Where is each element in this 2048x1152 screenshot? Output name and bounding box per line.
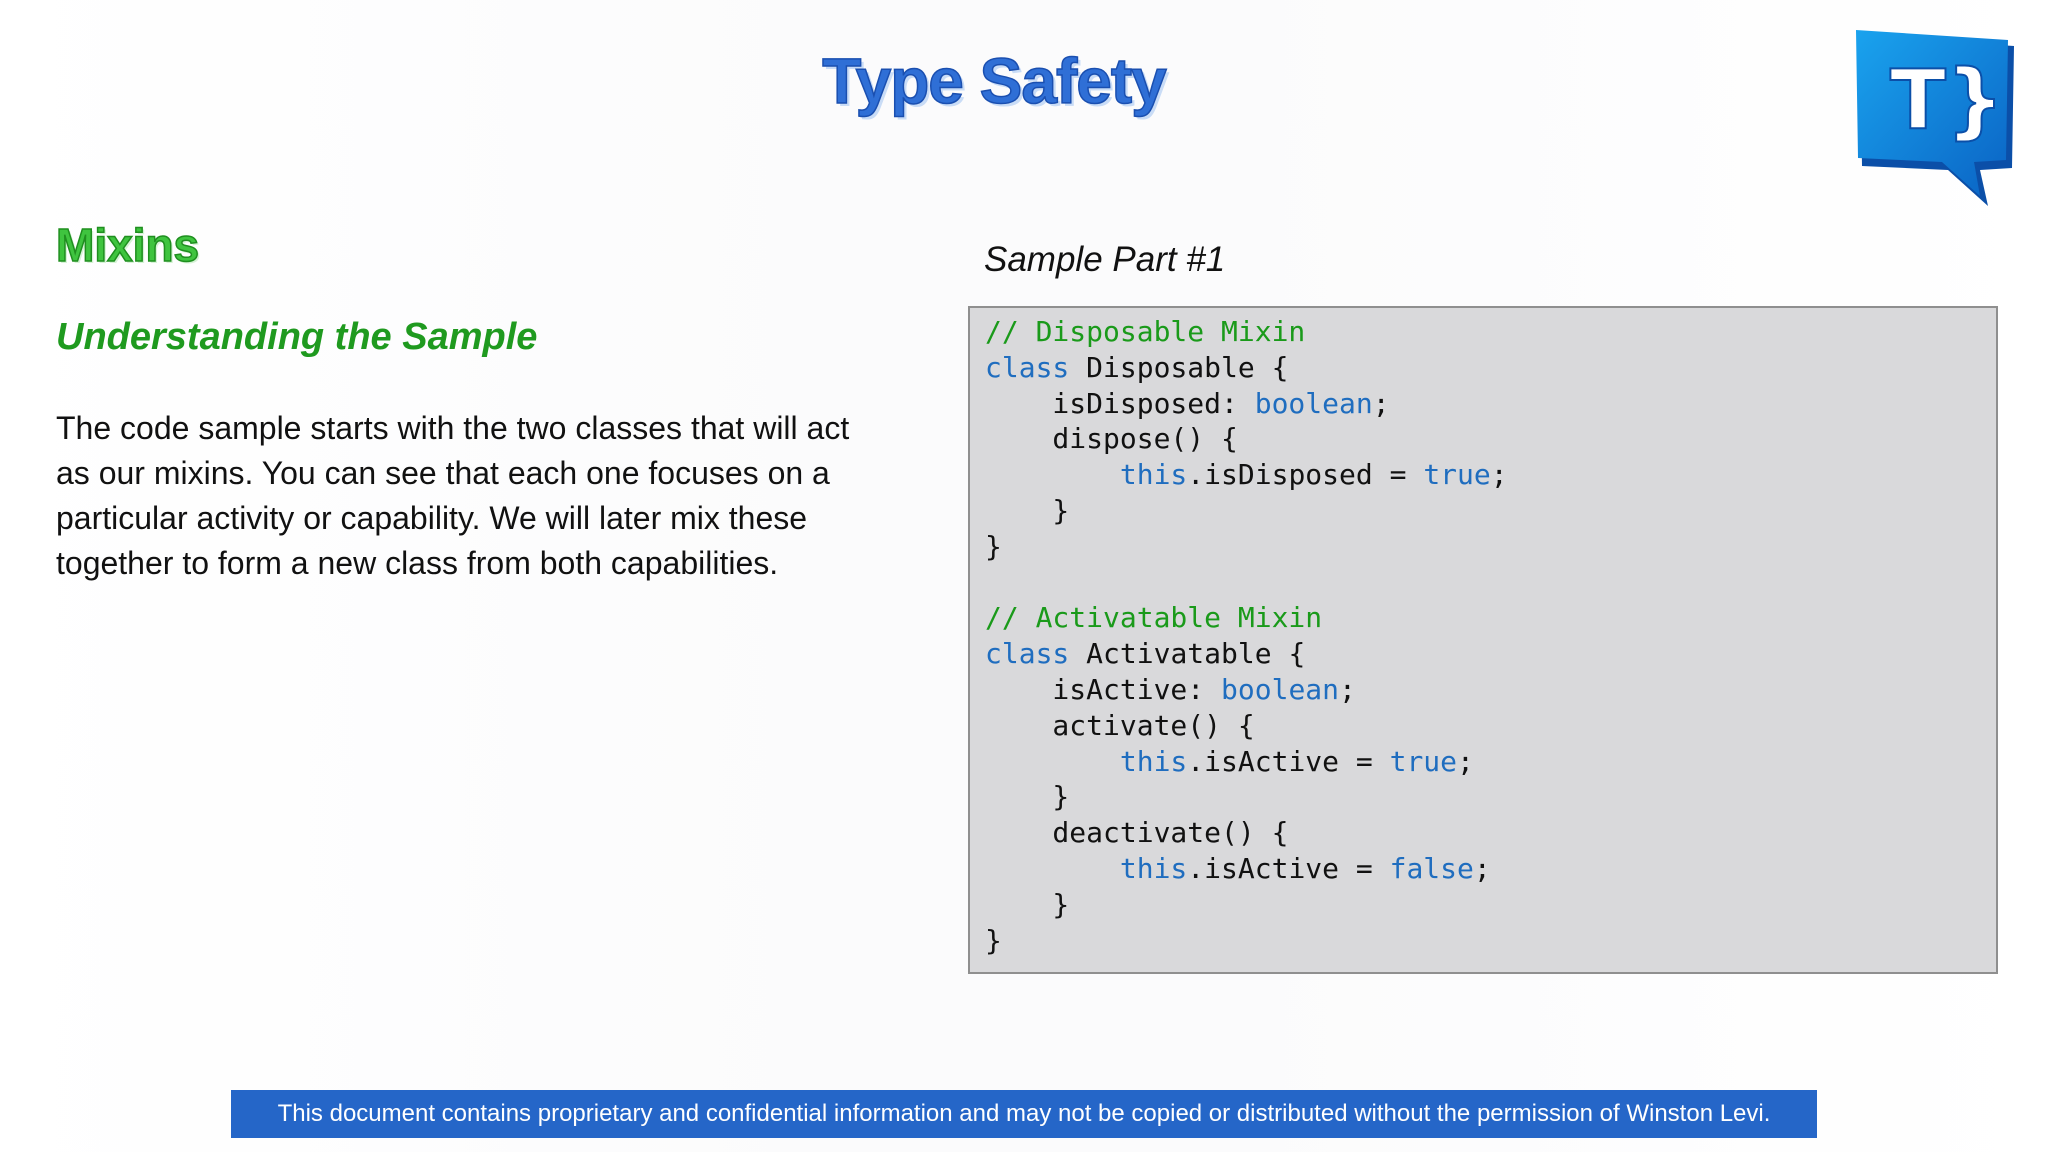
code-token-keyword: this <box>1119 744 1188 778</box>
code-token-keyword: true <box>1389 744 1458 778</box>
code-token-keyword: this <box>1119 851 1188 885</box>
body-paragraph: The code sample starts with the two clas… <box>56 406 896 586</box>
code-token-plain: isDisposed: <box>985 386 1255 420</box>
code-line: activate() { <box>985 708 1996 744</box>
sample-label: Sample Part #1 <box>984 240 1226 279</box>
code-line: this.isActive = false; <box>985 851 1996 887</box>
t-brace-speech-bubble-icon: T} <box>1856 30 2014 206</box>
code-token-plain: .isActive = <box>1187 744 1390 778</box>
code-line: this.isDisposed = true; <box>985 457 1996 493</box>
code-line: deactivate() { <box>985 815 1996 851</box>
code-token-plain <box>985 745 1120 778</box>
code-token-plain: Activatable { <box>1069 637 1306 671</box>
code-token-plain: } <box>985 529 1002 563</box>
code-token-plain: .isDisposed = <box>1187 458 1424 492</box>
logo-icon: T} <box>1852 28 2022 208</box>
body-line: particular activity or capability. We wi… <box>56 500 808 536</box>
subtitle: Understanding the Sample <box>56 316 538 358</box>
code-token-keyword: false <box>1389 851 1474 885</box>
code-line: } <box>985 529 1996 565</box>
code-token-plain: ; <box>1490 458 1508 492</box>
code-line: dispose() { <box>985 421 1996 457</box>
code-token-plain: } <box>985 780 1070 814</box>
code-token-plain: } <box>985 493 1070 527</box>
code-token-plain <box>985 458 1120 491</box>
code-line <box>985 565 1996 601</box>
body-line: together to form a new class from both c… <box>56 545 779 581</box>
code-token-plain: Disposable { <box>1069 350 1289 384</box>
code-token-plain: ; <box>1473 851 1491 885</box>
code-line: isDisposed: boolean; <box>985 386 1996 422</box>
code-token-keyword: true <box>1423 458 1491 492</box>
code-token-keyword: boolean <box>1221 672 1340 706</box>
code-line: } <box>985 923 1996 959</box>
code-line: class Disposable { <box>985 350 1996 386</box>
code-line: // Disposable Mixin <box>985 314 1996 350</box>
code-token-plain: ; <box>1457 744 1474 778</box>
code-token-keyword: boolean <box>1254 386 1373 420</box>
code-token-plain: dispose() { <box>985 422 1238 456</box>
code-token-plain: deactivate() { <box>985 816 1289 850</box>
code-token-comment: // Disposable Mixin <box>985 315 1306 348</box>
code-token-comment: // Activatable Mixin <box>985 601 1323 635</box>
confidentiality-footer: This document contains proprietary and c… <box>231 1090 1817 1138</box>
code-token-plain <box>985 852 1120 885</box>
body-line: The code sample starts with the two clas… <box>56 410 850 446</box>
code-token-plain: .isActive = <box>1187 851 1390 885</box>
code-line: class Activatable { <box>985 636 1996 672</box>
code-line: } <box>985 493 1996 529</box>
code-line: // Activatable Mixin <box>985 600 1996 636</box>
code-line: isActive: boolean; <box>985 672 1996 708</box>
slide-title: Type Safety <box>822 44 1168 118</box>
code-token-plain: ; <box>1372 386 1390 420</box>
code-token-plain: } <box>985 887 1070 921</box>
code-token-keyword: this <box>1119 458 1188 492</box>
body-line: as our mixins. You can see that each one… <box>56 455 830 491</box>
section-title: Mixins <box>55 218 200 272</box>
code-token-keyword: class <box>985 350 1070 384</box>
code-token-plain: activate() { <box>985 708 1255 742</box>
logo-text: T} <box>1890 53 2004 148</box>
code-token-plain: isActive: <box>985 672 1222 706</box>
code-token-keyword: class <box>985 637 1070 671</box>
code-line: } <box>985 779 1996 815</box>
code-token-plain: ; <box>1339 672 1356 706</box>
code-token-plain: } <box>985 923 1002 957</box>
code-line: } <box>985 887 1996 923</box>
code-line: this.isActive = true; <box>985 744 1996 780</box>
